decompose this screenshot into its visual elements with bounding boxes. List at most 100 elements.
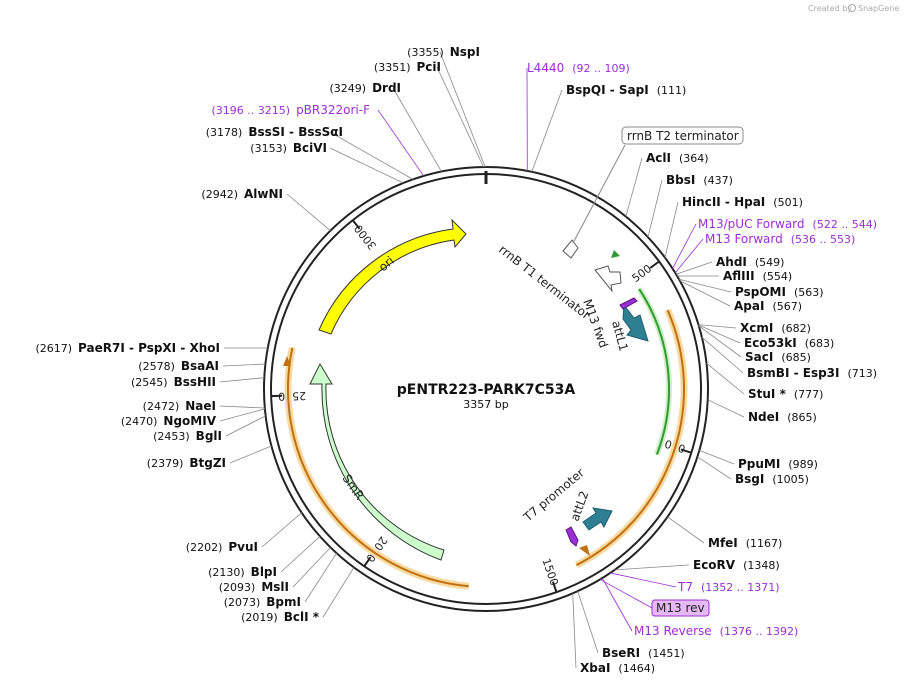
site-position: (2453) bbox=[153, 430, 190, 443]
ori-arrow[interactable] bbox=[318, 218, 467, 335]
site-label[interactable]: (2942)AlwNI bbox=[201, 187, 283, 201]
site-label[interactable]: (2453)BglI bbox=[153, 429, 222, 443]
site-position: (1352 .. 1371) bbox=[701, 581, 780, 594]
site-label[interactable]: (3351)PciI bbox=[374, 60, 441, 74]
site-leader-line bbox=[219, 408, 265, 422]
site-position: (2617) bbox=[35, 342, 72, 355]
site-label[interactable]: AclI(364) bbox=[646, 151, 709, 165]
site-name: T7 bbox=[677, 580, 693, 594]
site-label[interactable]: ApaI(567) bbox=[734, 299, 802, 313]
site-leader-line bbox=[436, 66, 484, 168]
site-position: (3351) bbox=[374, 61, 411, 74]
site-position: (2019) bbox=[241, 611, 278, 624]
site-label[interactable]: XcmI(682) bbox=[740, 321, 811, 335]
plasmid-name: pENTR223-PARK7C53A bbox=[397, 382, 576, 398]
site-label[interactable]: (2202) PvuI bbox=[186, 540, 258, 554]
rrnb-t1-terminator-shape[interactable] bbox=[594, 265, 622, 293]
site-label[interactable]: (2578)BsaAI bbox=[138, 359, 219, 373]
site-name: MfeI bbox=[708, 536, 738, 550]
site-name: PvuI bbox=[228, 540, 258, 554]
site-leader-line bbox=[286, 193, 331, 231]
site-position: (437) bbox=[703, 174, 733, 187]
green-arc[interactable] bbox=[638, 288, 670, 455]
site-label[interactable]: BseRI(1451) bbox=[602, 646, 685, 660]
attl2-arrow[interactable] bbox=[582, 507, 613, 531]
site-name: NdeI bbox=[748, 410, 779, 424]
site-label[interactable]: (2545)BssHII bbox=[131, 375, 216, 389]
site-position: (1167) bbox=[746, 537, 783, 550]
site-label[interactable]: (3249)DrdI bbox=[329, 81, 401, 95]
site-leader-line bbox=[698, 325, 742, 358]
site-leader-line bbox=[697, 456, 732, 480]
site-name: AclI bbox=[646, 151, 671, 165]
site-label[interactable]: StuI *(777) bbox=[748, 387, 823, 401]
site-label[interactable]: BsgI(1005) bbox=[735, 472, 809, 486]
site-position: (2202) bbox=[186, 541, 223, 554]
primer-m13-forward-label[interactable]: M13 Forward(536 .. 553) bbox=[705, 232, 855, 246]
site-name: PaeR7I - PspXI - XhoI bbox=[78, 341, 220, 355]
site-label[interactable]: SacI(685) bbox=[745, 350, 811, 364]
site-label[interactable]: (2379)BtgZI bbox=[147, 456, 226, 470]
site-name: AflIII bbox=[723, 269, 755, 283]
site-label[interactable]: (3153)BciVI bbox=[250, 141, 327, 155]
site-label[interactable]: (2019)BclI * bbox=[241, 610, 320, 624]
watermark-brand: SnapGene bbox=[858, 4, 899, 13]
site-leader-line bbox=[707, 399, 745, 418]
site-leader-line bbox=[329, 131, 414, 180]
site-name: M13/pUC Forward bbox=[698, 217, 805, 231]
site-position: (1376 .. 1392) bbox=[720, 625, 799, 638]
m13-fwd-primer[interactable] bbox=[619, 297, 638, 310]
orange-arc[interactable] bbox=[287, 347, 469, 588]
site-name: BsaAI bbox=[181, 359, 219, 373]
site-leader-line bbox=[222, 363, 266, 367]
ring-tick bbox=[551, 581, 558, 593]
site-label[interactable]: MfeI (1167) bbox=[708, 536, 782, 550]
site-label[interactable]: AhdI(549) bbox=[716, 255, 784, 269]
site-leader-line bbox=[614, 564, 690, 571]
site-label[interactable]: (2093)MslI bbox=[219, 580, 289, 594]
site-label[interactable]: (3355)NspI bbox=[407, 45, 480, 59]
site-label[interactable]: HincII - HpaI(501) bbox=[682, 195, 803, 209]
site-label[interactable]: (3178)BssSI - BssSαI bbox=[206, 125, 343, 139]
site-label[interactable]: NdeI(865) bbox=[748, 410, 817, 424]
site-name: BbsI bbox=[666, 173, 695, 187]
site-label[interactable]: (2617) PaeR7I - PspXI - XhoI bbox=[35, 341, 220, 355]
site-label[interactable]: BspQI - SapI(111) bbox=[566, 83, 686, 97]
site-leader-line bbox=[292, 547, 331, 588]
site-label[interactable]: Eco53kI(683) bbox=[744, 336, 834, 350]
ring-tick-label: 2500 bbox=[278, 389, 306, 403]
ring-tick-label: 3000 bbox=[352, 222, 380, 252]
site-label[interactable]: XbaI(1464) bbox=[580, 661, 655, 675]
primer-m13-reverse-label[interactable]: M13 Reverse (1376 .. 1392) bbox=[634, 624, 798, 638]
site-leader-line bbox=[667, 516, 705, 544]
orange-arc[interactable] bbox=[576, 309, 685, 567]
site-label[interactable]: PpuMI(989) bbox=[738, 457, 818, 471]
site-position: (3355) bbox=[407, 46, 444, 59]
site-label[interactable]: (2073)BpmI bbox=[224, 595, 301, 609]
rrnb-t2-marker[interactable] bbox=[562, 239, 579, 259]
primer-t7-label[interactable]: T7 (1352 .. 1371) bbox=[677, 580, 780, 594]
site-name: L4440 bbox=[527, 61, 564, 75]
primer-m13puc-forward-label[interactable]: M13/pUC Forward(522 .. 544) bbox=[698, 217, 877, 231]
ring-tick-label: 1500 bbox=[539, 557, 560, 588]
smr-arrow[interactable] bbox=[309, 362, 445, 561]
site-name: BseRI bbox=[602, 646, 640, 660]
site-label[interactable]: (2472)NaeI bbox=[143, 399, 216, 413]
site-label[interactable]: PspOMI(563) bbox=[735, 285, 824, 299]
primer-l4440-label[interactable]: L4440(92 .. 109) bbox=[527, 61, 630, 75]
rrnb-t2-box[interactable] bbox=[621, 126, 744, 145]
site-position: (682) bbox=[781, 322, 811, 335]
t7-promoter-primer[interactable] bbox=[565, 526, 579, 547]
attl1-arrow[interactable] bbox=[622, 303, 649, 342]
site-label[interactable]: (2130)BlpI bbox=[208, 565, 277, 579]
site-label[interactable]: EcoRV(1348) bbox=[693, 558, 780, 572]
site-label[interactable]: BsmBI - Esp3I(713) bbox=[747, 366, 877, 380]
site-name: M13 Reverse bbox=[634, 624, 712, 638]
site-label[interactable]: BbsI (437) bbox=[666, 173, 733, 187]
primer-pbr322ori-label[interactable]: (3196 .. 3215)pBR322ori-F bbox=[212, 103, 371, 117]
site-leader-line bbox=[698, 324, 737, 329]
site-label[interactable]: (2470)NgoMIV bbox=[121, 414, 217, 428]
site-label[interactable]: AflIII(554) bbox=[723, 269, 792, 283]
site-leaders bbox=[219, 51, 745, 669]
